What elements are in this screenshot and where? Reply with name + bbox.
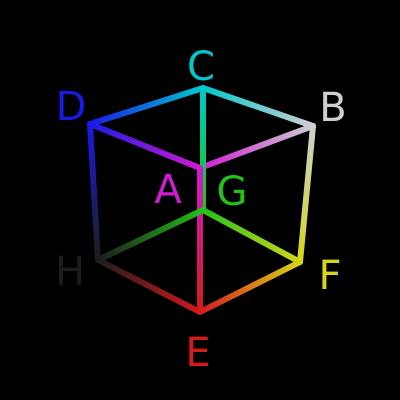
edge-c-b [200, 85, 316, 129]
edge-a-b [197, 123, 316, 171]
vertex-label-b: B [319, 85, 347, 131]
vertex-label-f: F [318, 253, 342, 299]
vertex-label-a: A [154, 167, 182, 213]
vertex-label-c: C [187, 44, 215, 90]
edge-e-f [197, 259, 303, 315]
edge-g-f [200, 207, 303, 265]
vertex-label-g: G [216, 169, 248, 215]
edge-h-g [95, 207, 206, 263]
vertex-label-e: E [185, 330, 211, 376]
vertex-label-d: D [55, 84, 87, 130]
edge-d-h [87, 121, 101, 263]
edge-d-c [87, 85, 206, 127]
edge-d-a [87, 121, 203, 171]
edge-h-e [95, 257, 203, 315]
edge-b-f [297, 123, 316, 265]
vertex-label-h: H [54, 249, 86, 295]
